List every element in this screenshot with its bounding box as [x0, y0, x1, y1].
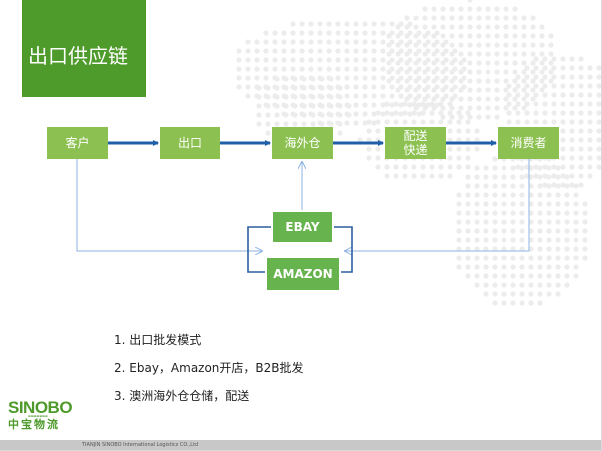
- node-customer: 客户: [47, 127, 108, 159]
- bracket-right: [333, 226, 353, 273]
- line-customer-to-platforms: [76, 159, 262, 251]
- node-delivery: 配送 快递: [385, 127, 446, 159]
- slide-title: 出口供应链: [28, 44, 128, 68]
- logo-wordmark: SINOBO: [8, 398, 73, 417]
- logo-tagline-mark: ▬▬▬▬▬▬▬: [28, 414, 48, 418]
- feature-list: 1. 出口批发模式 2. Ebay，Amazon开店，B2B批发 3. 澳洲海外…: [114, 333, 304, 417]
- list-item: 1. 出口批发模式: [114, 333, 202, 347]
- node-delivery-line1: 配送: [403, 129, 428, 143]
- node-ebay: EBAY: [271, 210, 334, 244]
- node-consumer: 消费者: [498, 127, 559, 159]
- bracket-left: [247, 226, 272, 273]
- footer-company-name: TIANJIN SINOBO International Logistics C…: [82, 442, 199, 448]
- footer-bar: [0, 440, 601, 450]
- list-item: 2. Ebay，Amazon开店，B2B批发: [114, 361, 304, 375]
- node-amazon: AMAZON: [265, 256, 341, 292]
- node-overseas-warehouse: 海外仓: [272, 127, 333, 159]
- list-item: 3. 澳洲海外仓仓储，配送: [114, 389, 250, 403]
- company-logo: SINOBO ▬▬▬▬▬▬▬ 中宝物流: [8, 398, 73, 431]
- node-export: 出口: [160, 127, 220, 159]
- node-delivery-line2: 快递: [403, 143, 428, 157]
- logo-chinese-name: 中宝物流: [8, 418, 60, 431]
- title-banner: [22, 0, 146, 97]
- line-consumer-to-platforms: [345, 159, 530, 251]
